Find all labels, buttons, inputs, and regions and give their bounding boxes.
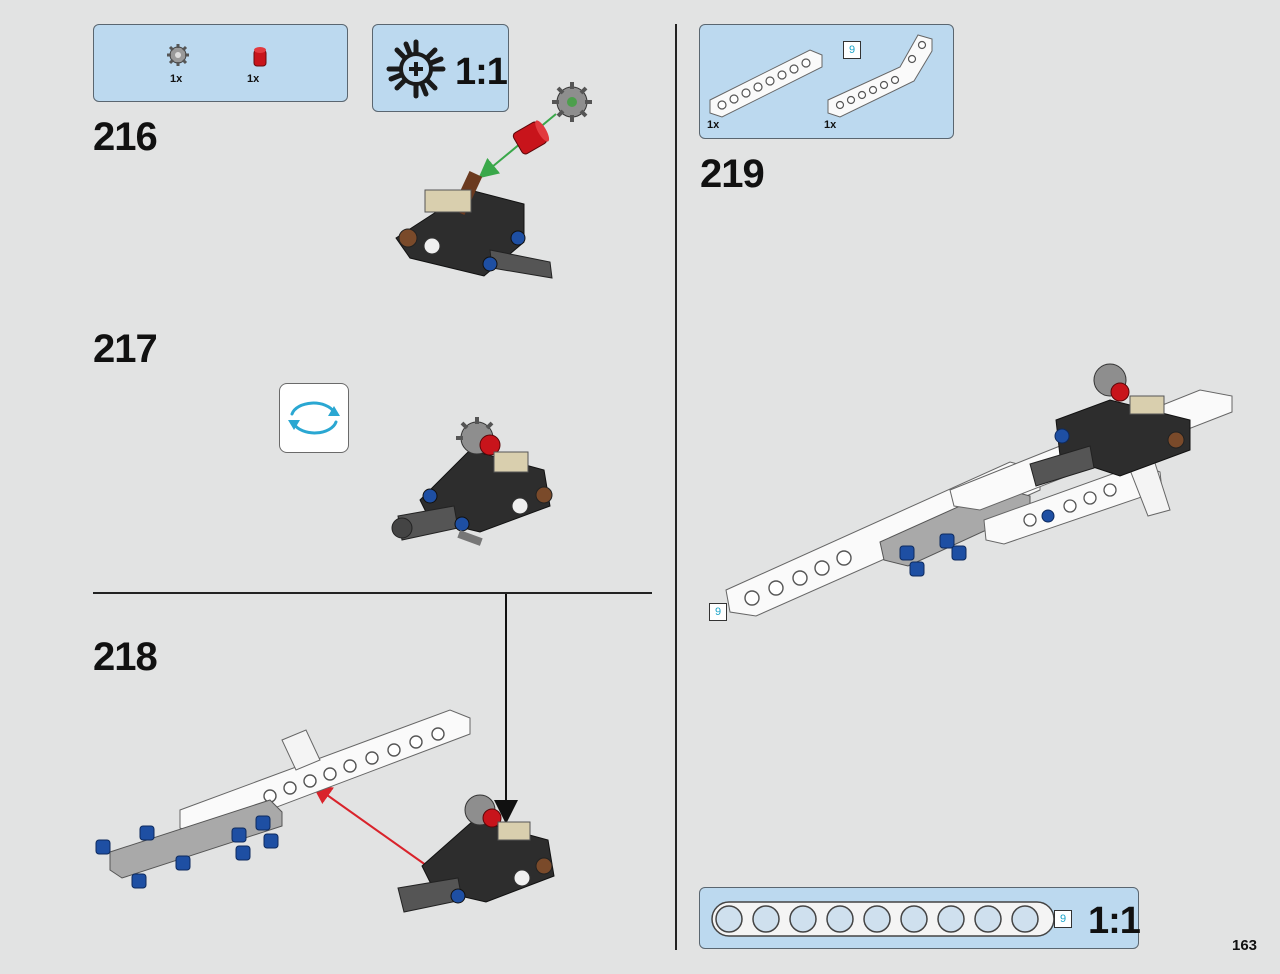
step-216-assembly (395, 82, 592, 279)
step-219-beam-length-tag: 9 (709, 603, 727, 621)
scale-callout-216: 1:1 (372, 24, 509, 112)
bush-part (512, 120, 550, 155)
parts-callout-219-art (709, 34, 933, 118)
straight-beam-quantity: 1x (707, 119, 720, 131)
step-number-217: 217 (93, 327, 158, 371)
gear-icon (167, 44, 189, 66)
bent-beam-icon (827, 34, 933, 118)
bush-quantity: 1x (247, 73, 260, 85)
gear-quantity: 1x (170, 73, 183, 85)
scale-label-216: 1:1 (455, 51, 508, 93)
vertical-divider (675, 24, 677, 950)
rotate-model-icon (279, 383, 349, 453)
step-218-assembly (95, 594, 555, 913)
bush-icon (253, 47, 267, 67)
bent-beam-quantity: 1x (824, 119, 837, 131)
step-number-216: 216 (93, 115, 158, 159)
length-ruler: 9 1:1 (699, 887, 1141, 949)
step-number-218: 218 (93, 635, 158, 679)
gear-outline-icon (386, 39, 446, 99)
beam-length-tag: 9 (843, 41, 861, 59)
ruler-scale-label: 1:1 (1088, 900, 1141, 942)
step-number-219: 219 (700, 152, 765, 196)
parts-callout-216: 1x 1x (93, 24, 348, 102)
parts-callout-219: 9 1x 1x (699, 24, 954, 139)
page-number: 163 (1232, 937, 1258, 954)
gear-part (552, 82, 592, 122)
step-219-assembly (725, 363, 1233, 617)
parts-callout-216-art (167, 44, 267, 67)
ruler-length-tag: 9 (1054, 910, 1072, 928)
horizontal-divider (93, 592, 652, 594)
straight-beam-icon (709, 49, 823, 118)
ruler-holes (711, 901, 1055, 937)
step-217-assembly (391, 417, 553, 546)
